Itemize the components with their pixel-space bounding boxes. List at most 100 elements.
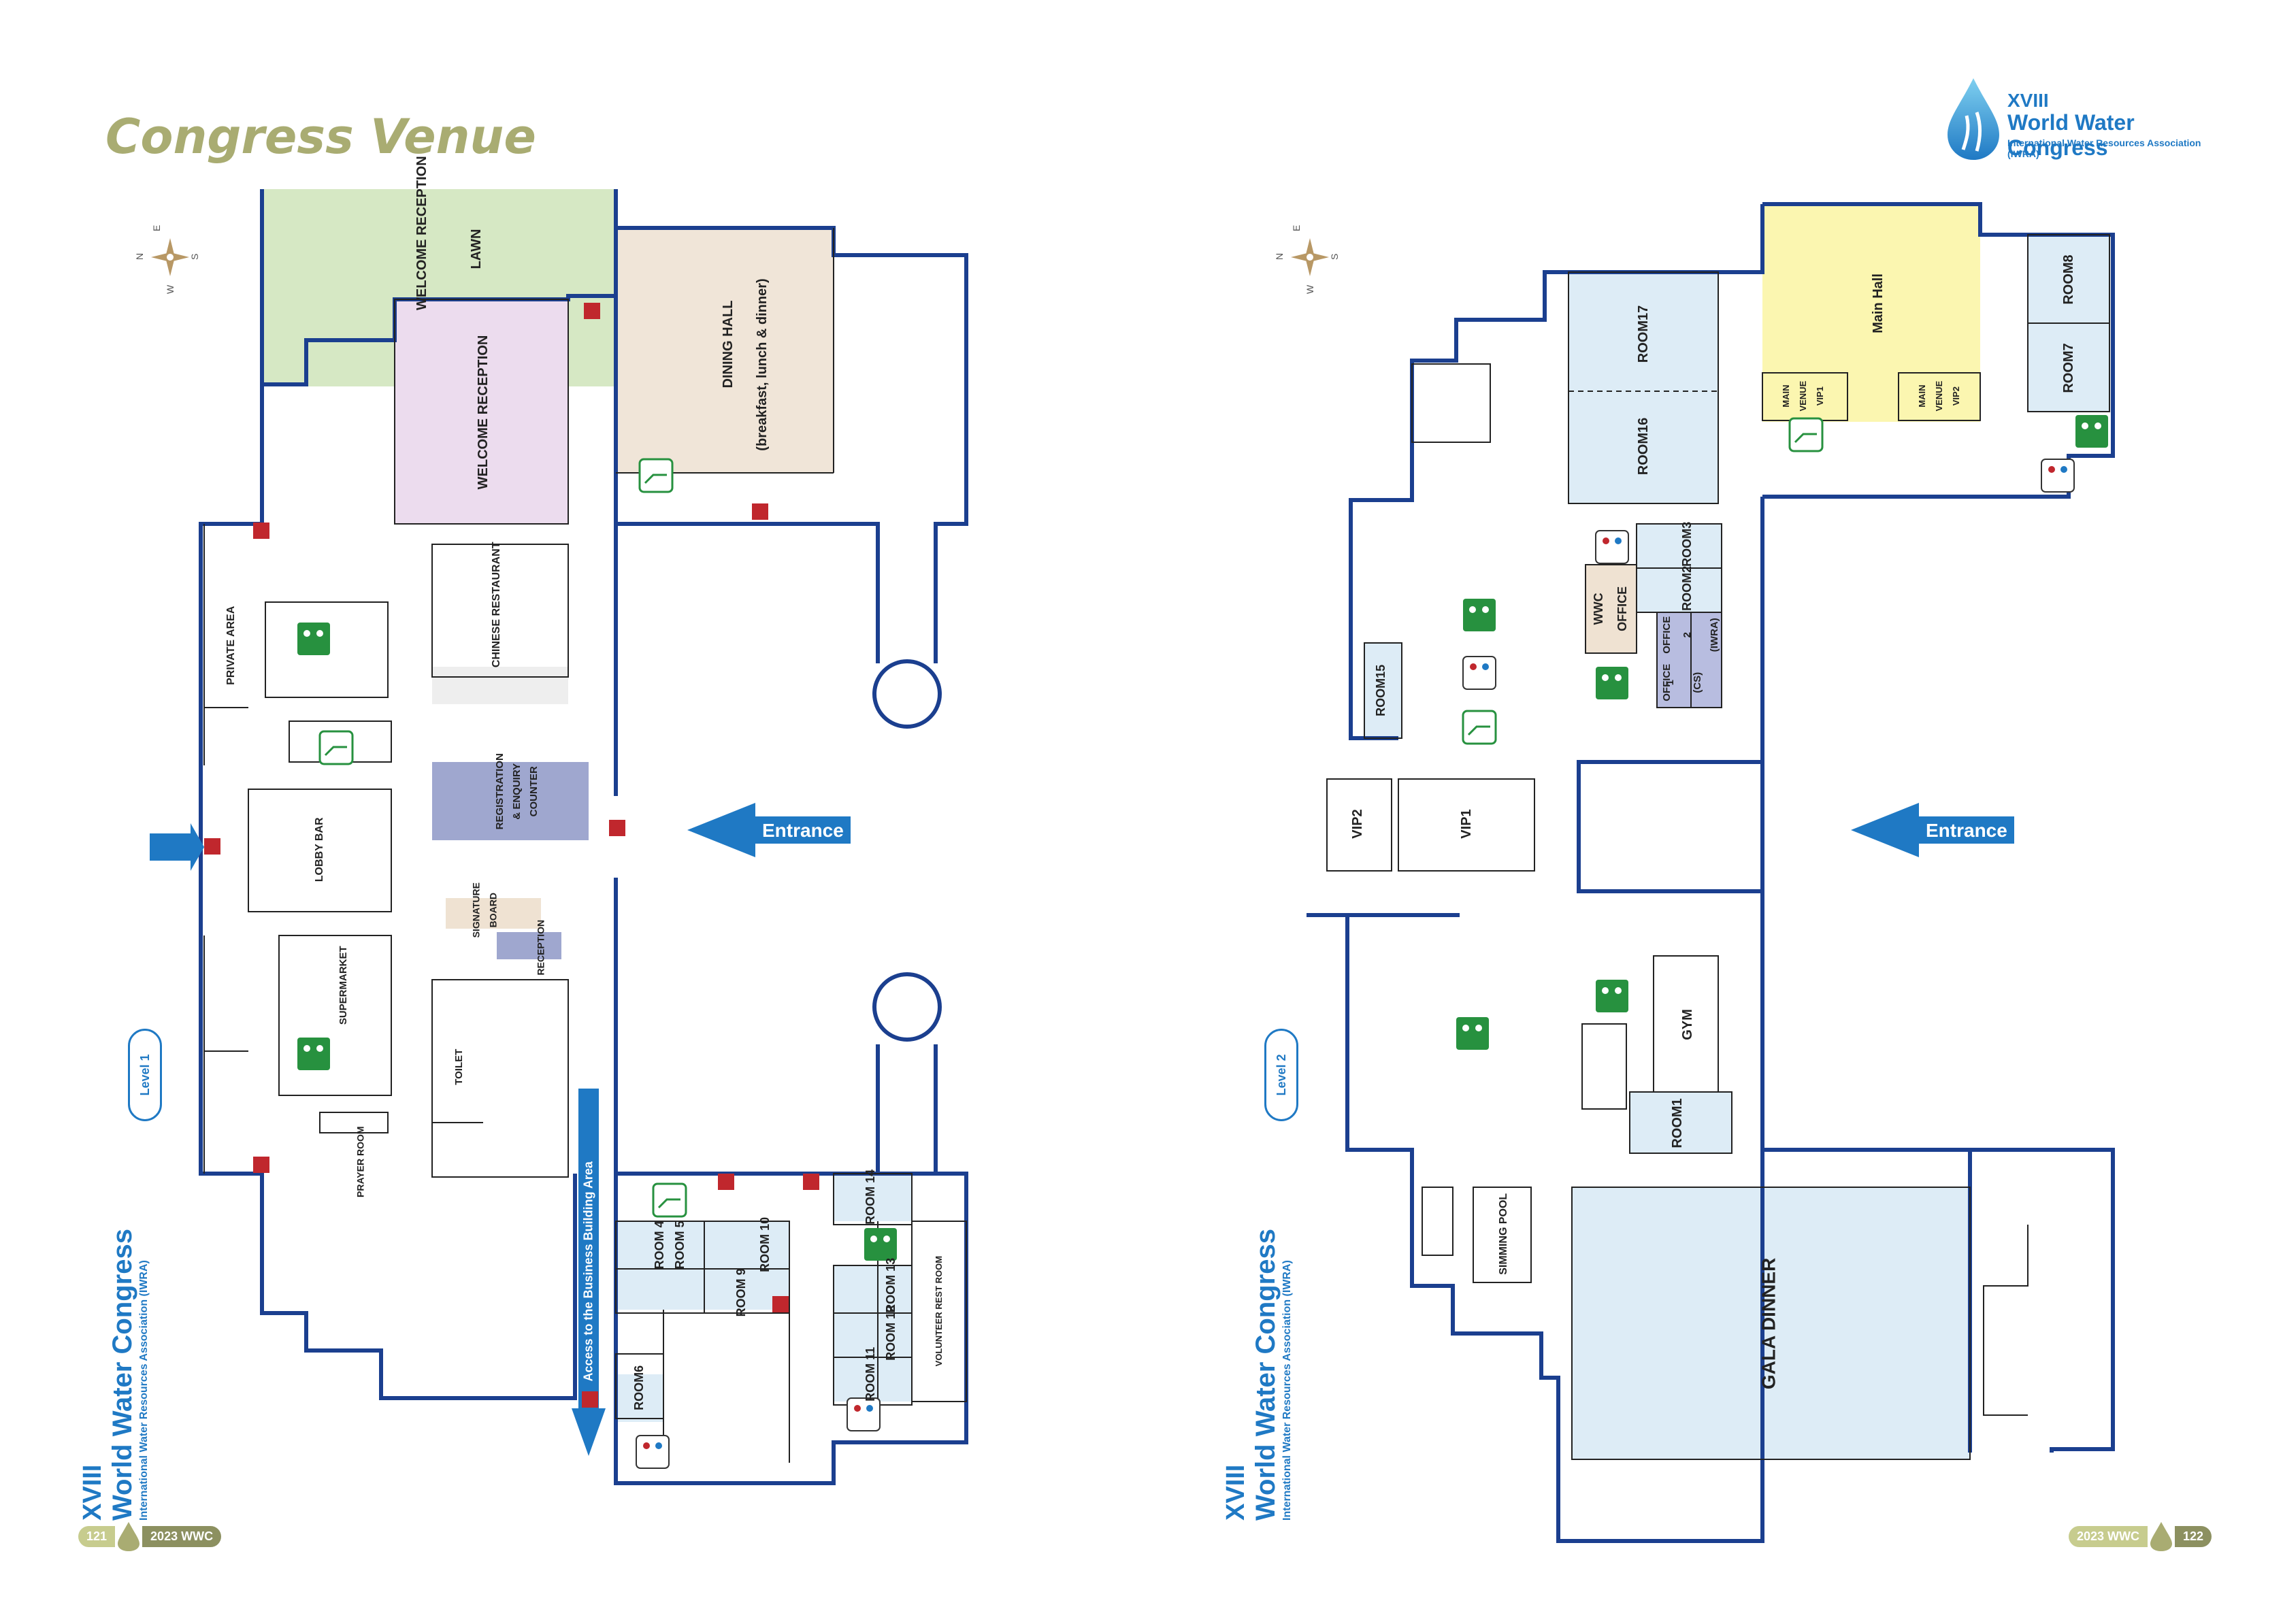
svg-text:E: E (1291, 225, 1302, 231)
toilet-label: TOILET (453, 1048, 465, 1085)
escalator-icon (652, 1182, 687, 1218)
wwc-office-label: WWC (1592, 593, 1606, 625)
main-venue-vip2-label-3: VIP2 (1950, 386, 1961, 406)
escalator-icon (1462, 710, 1497, 745)
room4-label: ROOM 4 (653, 1221, 667, 1270)
logo-roman: XVIII (2007, 90, 2049, 111)
logo-org: International Water Resources Associatio… (2007, 137, 2201, 159)
welcome-reception-label: WELCOME RECEPTION (476, 335, 491, 490)
restroom-icon (1595, 530, 1629, 564)
vip2-label: VIP2 (1350, 809, 1365, 839)
private-area-label: PRIVATE AREA (225, 606, 237, 685)
office1-label-3: (CS) (1691, 672, 1703, 693)
room6-label: ROOM6 (632, 1365, 646, 1410)
room2-label: ROOM2 (1680, 565, 1694, 611)
compass-icon: E N S W (133, 218, 208, 306)
room12-label: ROOM 12 (884, 1305, 898, 1361)
vip1-label: VIP1 (1459, 809, 1474, 839)
lawn-label: LAWN (469, 229, 484, 269)
svg-text:E: E (151, 225, 162, 231)
main-venue-vip1-label-2: VENUE (1797, 380, 1808, 412)
signature-board-area (446, 898, 541, 929)
footer-right: 2023 WWC 122 (2069, 1522, 2232, 1551)
reception-label: RECEPTION (535, 919, 546, 976)
room5-label: ROOM 5 (673, 1221, 687, 1270)
entrance-label-level-2: Entrance (1926, 820, 2007, 841)
registration-enquiry-label: & ENQUIRY (510, 763, 523, 820)
drop-icon (118, 1522, 140, 1551)
dining-hall-area (616, 228, 834, 473)
page-number-right: 122 (2175, 1525, 2212, 1547)
svg-text:N: N (1274, 253, 1285, 260)
escalator-icon (638, 458, 674, 493)
level-1-floor-plan (150, 189, 968, 1485)
dining-hall-sub-label: (breakfast, lunch & dinner) (755, 278, 770, 451)
page-number-left: 121 (78, 1525, 116, 1547)
escalator-icon (318, 730, 354, 765)
toilet-icon (1596, 667, 1628, 699)
room17-label: ROOM17 (1636, 305, 1651, 363)
main-venue-vip1-label: MAIN (1780, 384, 1791, 408)
room11-label: ROOM 11 (864, 1346, 878, 1402)
level-2-floor-plan (1307, 202, 2115, 1543)
room14-label: ROOM 14 (864, 1169, 878, 1225)
wwc-office-label-2: OFFICE (1615, 586, 1630, 631)
room1-label: ROOM1 (1670, 1098, 1685, 1148)
toilet-icon (864, 1228, 897, 1261)
drop-icon (2150, 1522, 2173, 1551)
gala-dinner-label: GALA DINNER (1758, 1257, 1779, 1390)
room13-label: ROOM 13 (884, 1257, 898, 1313)
room9-label: ROOM 9 (734, 1268, 749, 1317)
main-venue-vip1-label-3: VIP1 (1814, 386, 1825, 406)
main-hall-label: Main Hall (1871, 274, 1886, 333)
toilet-icon (1463, 599, 1496, 631)
reception-desk-area (497, 932, 561, 959)
toilet-icon (297, 623, 330, 655)
room7-label: ROOM7 (2061, 343, 2076, 393)
office2-label-3: (IWRA) (1708, 618, 1720, 652)
swimming-pool-label: SIMMING POOL (1498, 1193, 1510, 1275)
gym-label: GYM (1680, 1009, 1695, 1040)
registration-label: REGISTRATION (493, 753, 506, 830)
wwc-logo: XVIII World Water Congress International… (1939, 75, 2232, 163)
main-venue-vip2-label: MAIN (1916, 384, 1927, 408)
restroom-icon (636, 1435, 670, 1469)
restroom-icon (2041, 459, 2075, 493)
restroom-icon (1462, 656, 1496, 690)
registration-counter-area (432, 762, 589, 840)
prayer-room-label: PRAYER ROOM (355, 1126, 366, 1197)
logo-name: World Water Congress (2007, 110, 2135, 160)
room8-label: ROOM8 (2061, 254, 2076, 305)
page-title: Congress Venue (105, 109, 536, 165)
access-label: Access to the Business Building Area (581, 1161, 595, 1382)
office1-label-2: 1 (1664, 680, 1676, 686)
dining-hall-label: DINING HALL (721, 300, 736, 388)
chinese-restaurant-label: CHINESE RESTAURANT (491, 542, 503, 668)
registration-counter-label: COUNTER (527, 766, 540, 817)
toilet-icon (1456, 1017, 1489, 1050)
welcome-reception-area (395, 299, 568, 524)
svg-text:S: S (1329, 254, 1340, 260)
water-drop-logo-icon (1948, 78, 1999, 160)
welcome-reception-lawn-label: WELCOME RECEPTION (414, 156, 429, 310)
main-venue-vip2-label-2: VENUE (1933, 380, 1944, 412)
office2-label-2: 2 (1681, 632, 1693, 638)
svg-text:S: S (189, 254, 200, 260)
svg-text:W: W (1304, 284, 1315, 294)
signature-board-label: SIGNATURE (470, 882, 482, 938)
lobby-bar-label: LOBBY BAR (314, 817, 326, 882)
footer-label-left: 2023 WWC (142, 1525, 222, 1547)
svg-text:N: N (134, 253, 145, 260)
restroom-icon (847, 1397, 881, 1431)
toilet-icon (1596, 980, 1628, 1012)
office2-label: OFFICE (1660, 616, 1673, 654)
footer-label-right: 2023 WWC (2069, 1525, 2148, 1547)
toilet-icon (2075, 415, 2108, 448)
exit-icon (204, 303, 819, 1408)
supermarket-label: SUPERMARKET (337, 946, 349, 1025)
signature-board-label-2: BOARD (487, 893, 499, 928)
room15-label: ROOM15 (1374, 664, 1388, 716)
footer-left: 121 2023 WWC (78, 1522, 235, 1551)
volunteer-rest-room-label: VOLUNTEER REST ROOM (933, 1255, 944, 1367)
room10-label: ROOM 10 (758, 1216, 772, 1272)
